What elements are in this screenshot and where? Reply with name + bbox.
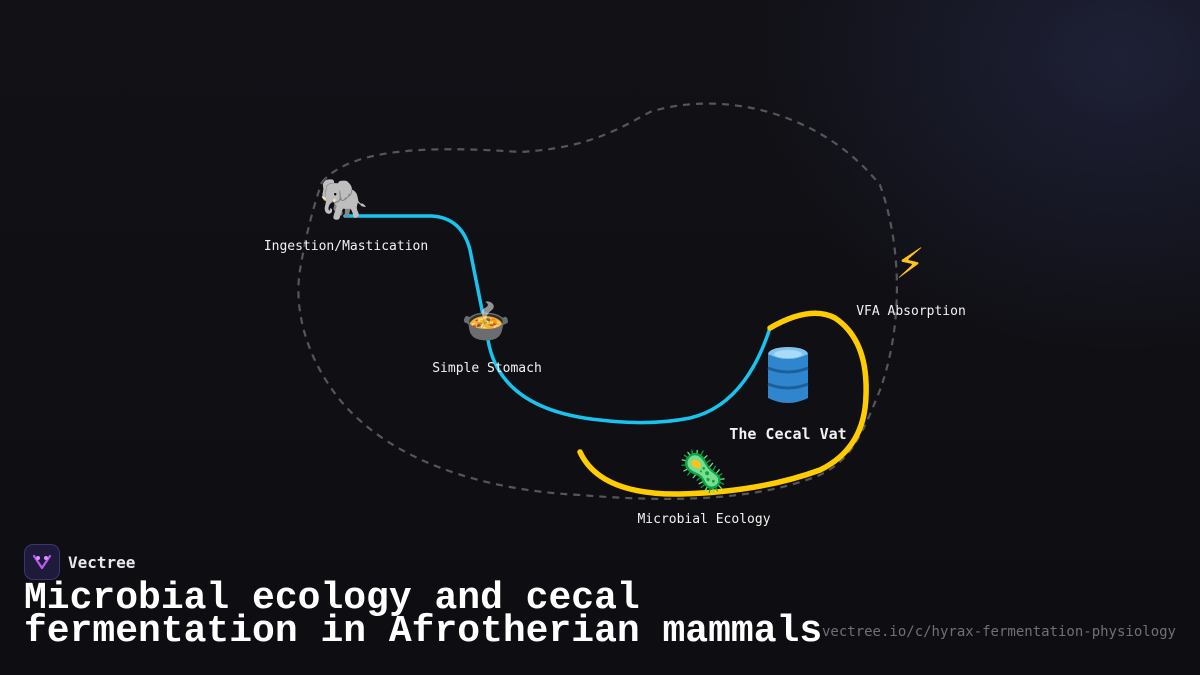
node-label-stomach: Simple Stomach (432, 361, 542, 376)
pot-of-food-icon: 🍲 (461, 299, 511, 345)
brand-name: Vectree (68, 552, 136, 572)
node-label-cecal-vat: The Cecal Vat (729, 425, 847, 443)
vectree-logo-icon (24, 544, 60, 580)
yellow-flow-path (577, 310, 869, 497)
source-url[interactable]: vectree.io/c/hyrax-fermentation-physiolo… (821, 624, 1176, 640)
node-label-vfa: VFA Absorption (856, 304, 966, 319)
elephant-icon: 🐘 (319, 177, 369, 223)
blue-flow-path (343, 214, 772, 425)
dashed-boundary (297, 102, 899, 501)
page-title: Microbial ecology and cecal fermentation… (24, 577, 823, 653)
node-label-ingestion: Ingestion/Mastication (263, 239, 429, 254)
node-label-microbial: Microbial Ecology (637, 512, 771, 527)
microbe-icon: 🦠 (678, 449, 728, 495)
brand: Vectree (24, 544, 135, 580)
lightning-icon: ⚡ (895, 239, 925, 288)
barrel-icon (764, 344, 812, 408)
